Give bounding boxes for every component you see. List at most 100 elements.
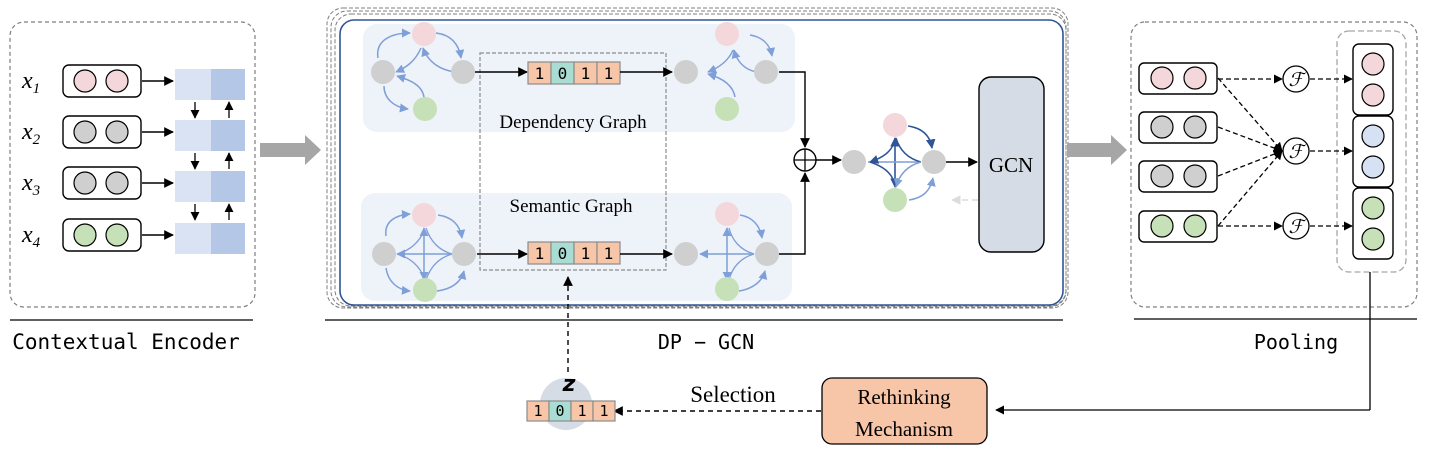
contextual-encoder: x1 x2 x3 x4 Contextual Encoder (9, 21, 256, 354)
node-gray (371, 60, 395, 84)
node-gray (372, 242, 396, 266)
node-gray (674, 242, 698, 266)
pooled-node (1361, 52, 1385, 76)
pooling-function-icon (1282, 212, 1310, 240)
node-pink (715, 202, 739, 226)
node-green (413, 278, 437, 302)
embedding-node (73, 120, 97, 144)
node-pink (883, 113, 907, 137)
embedding-node (73, 171, 97, 195)
mask-bit-cell (592, 400, 616, 422)
embedding-node (105, 69, 129, 93)
pooling-function-symbol: ℱ (1289, 217, 1307, 238)
node-green (413, 97, 437, 121)
mask-bit-value: 1 (533, 402, 542, 420)
gcn-label: GCN (989, 153, 1033, 177)
mask-bit-value: 0 (555, 402, 564, 420)
embedding-node (1150, 115, 1174, 139)
pooled-node (1361, 124, 1385, 148)
mask-bit-value: 1 (577, 402, 586, 420)
mask-bit-value: 1 (604, 64, 614, 83)
stack-frame-3 (326, 7, 1069, 309)
semantic-graph-input (372, 203, 476, 302)
pooling-module: ℱ ℱ ℱ Pooling (1130, 21, 1418, 410)
pooled-node (1361, 83, 1385, 107)
selection-label: Selection (690, 382, 776, 407)
encoder-label: Contextual Encoder (12, 330, 240, 354)
mask-bit-value: 0 (558, 64, 568, 83)
pooling-function-symbol: ℱ (1289, 70, 1307, 91)
mask-bit-value: 1 (581, 64, 591, 83)
encoder-row: x2 (21, 115, 245, 170)
input-token-label: x2 (21, 119, 41, 148)
node-pink (412, 22, 436, 46)
forward-hidden-state (175, 69, 211, 100)
embedding-node (1183, 115, 1207, 139)
node-pink (715, 22, 739, 46)
flow-arrow-icon (1067, 135, 1127, 165)
node-gray (674, 60, 698, 84)
embedding-node (73, 223, 97, 247)
mask-bit-value: 1 (581, 244, 591, 263)
mask-bit-cell (596, 61, 621, 85)
rethinking-label-line2: Mechanism (855, 417, 953, 441)
embedding-node (1183, 66, 1207, 90)
node-green (715, 97, 739, 121)
node-green (883, 188, 907, 212)
encoder-frame (9, 21, 256, 308)
input-token-label: x1 (21, 68, 40, 97)
pooling-function-icon (1282, 137, 1310, 165)
mask-bit-value: 1 (535, 244, 545, 263)
mask-bit-value: 1 (535, 64, 545, 83)
forward-hidden-state (175, 171, 211, 202)
mask-bit-value: 0 (558, 244, 568, 263)
backward-hidden-state (211, 223, 245, 254)
semantic-graph-output (674, 202, 779, 301)
node-gray (842, 150, 866, 174)
dependency-graph-input (371, 22, 475, 121)
mask-bit-value: 1 (604, 244, 614, 263)
node-gray (922, 150, 946, 174)
pooling-function-icon (1282, 65, 1310, 93)
pooled-node (1361, 227, 1385, 251)
node-gray (452, 242, 476, 266)
fused-graph (842, 113, 946, 212)
embedding-node (1150, 164, 1174, 188)
encoder-row: x4 (21, 218, 245, 254)
embedding-node (105, 223, 129, 247)
pooling-frame (1130, 21, 1418, 308)
backward-hidden-state (211, 120, 245, 151)
input-token-label: x3 (21, 170, 40, 199)
input-token-label: x4 (21, 222, 41, 251)
z-label: z (562, 372, 576, 397)
dp-gcn-label: DP − GCN (658, 330, 754, 354)
encoder-row: x1 (21, 64, 245, 119)
pooling-function-symbol: ℱ (1289, 142, 1307, 163)
embedding-node (73, 69, 97, 93)
node-green (715, 277, 739, 301)
forward-hidden-state (175, 120, 211, 151)
dependency-graph-output (674, 22, 778, 121)
pooled-node (1361, 196, 1385, 220)
stack-frame-1 (334, 13, 1067, 307)
pooling-label: Pooling (1254, 330, 1338, 354)
mask-bit-value: 1 (599, 402, 608, 420)
embedding-node (1183, 214, 1207, 238)
flow-arrow-icon (260, 135, 321, 165)
gcn-block (978, 76, 1045, 253)
node-gray (755, 242, 779, 266)
backward-hidden-state (211, 171, 245, 202)
backward-hidden-state (211, 69, 245, 100)
embedding-node (1150, 66, 1174, 90)
pooled-node (1361, 155, 1385, 179)
rethinking-mechanism-block (821, 377, 988, 445)
mask-bit-cell (596, 241, 621, 265)
embedding-node (105, 120, 129, 144)
node-pink (412, 203, 436, 227)
node-gray (754, 60, 778, 84)
